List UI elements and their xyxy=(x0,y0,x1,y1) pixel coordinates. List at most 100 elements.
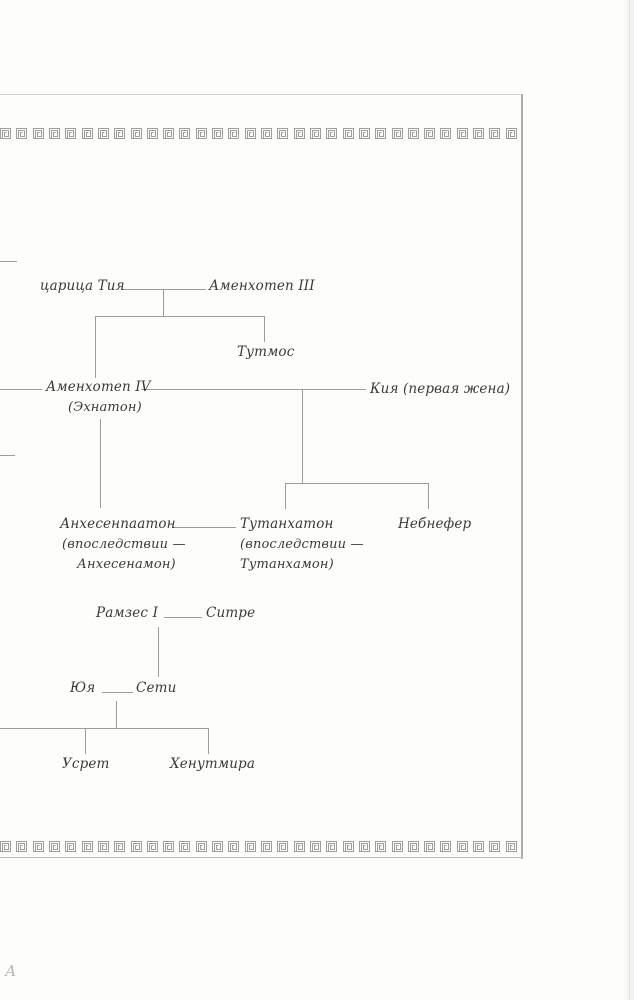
node-ankhesenpaaton: Анхесенпаатон xyxy=(60,516,176,532)
greek-key-tile xyxy=(48,840,60,852)
node-kiya: Кия (первая жена) xyxy=(370,381,511,397)
greek-key-tile xyxy=(309,840,321,852)
greek-key-tile xyxy=(244,127,256,139)
greek-key-tile xyxy=(391,127,403,139)
greek-key-tile xyxy=(505,840,517,852)
greek-key-tile xyxy=(179,840,191,852)
greek-key-tile xyxy=(244,840,256,852)
greek-key-tile xyxy=(309,127,321,139)
greek-key-tile xyxy=(277,840,289,852)
node-seti: Сети xyxy=(136,680,177,696)
marriage-line-ramses1-sitre xyxy=(164,617,202,618)
greek-key-tile xyxy=(407,840,419,852)
node-henutmira: Хенутмира xyxy=(170,756,256,772)
greek-key-tile xyxy=(326,127,338,139)
frame-top-rule xyxy=(0,94,523,95)
drop-line-usret xyxy=(85,728,86,754)
greek-key-tile xyxy=(97,127,109,139)
ornament-row-top xyxy=(0,127,517,139)
node-amenhotep-iii: Аменхотеп III xyxy=(209,278,315,294)
drop-line-kiya-children xyxy=(302,389,303,483)
drop-line-seti xyxy=(158,627,159,677)
greek-key-tile xyxy=(456,127,468,139)
greek-key-tile xyxy=(16,127,28,139)
greek-key-tile xyxy=(48,127,60,139)
page-edge-shadow xyxy=(622,0,634,1000)
greek-key-tile xyxy=(424,840,436,852)
greek-key-tile xyxy=(32,127,44,139)
node-usret: Усрет xyxy=(62,756,110,772)
drop-line-yuya-children xyxy=(116,701,117,729)
stub-line-offpage-top-left xyxy=(0,261,17,262)
node-ankhesenpaaton-subtitle-1: (впоследствии — xyxy=(62,537,186,552)
greek-key-tile xyxy=(326,840,338,852)
frame-right-rule xyxy=(521,94,523,859)
greek-key-tile xyxy=(440,127,452,139)
greek-key-tile xyxy=(228,840,240,852)
greek-key-tile xyxy=(456,840,468,852)
corner-scan-mark: А xyxy=(5,962,17,980)
greek-key-tile xyxy=(277,127,289,139)
drop-line-tiya-children xyxy=(163,289,164,317)
greek-key-tile xyxy=(81,127,93,139)
marriage-line-amenhotep4-kiya xyxy=(141,389,366,390)
drop-line-henutmira xyxy=(208,728,209,754)
greek-key-tile xyxy=(212,127,224,139)
node-tsaritsa-tiya: царица Тия xyxy=(40,278,125,294)
greek-key-tile xyxy=(440,840,452,852)
node-ankhesenpaaton-subtitle-2: Анхесенамон) xyxy=(77,557,176,572)
greek-key-tile xyxy=(358,840,370,852)
drop-line-tutankhaton xyxy=(285,483,286,509)
marriage-line-yuya-seti xyxy=(102,692,133,693)
greek-key-tile xyxy=(342,840,354,852)
greek-key-tile xyxy=(505,127,517,139)
greek-key-tile xyxy=(473,127,485,139)
greek-key-tile xyxy=(228,127,240,139)
greek-key-tile xyxy=(375,840,387,852)
sibling-bar-usret-henutmira xyxy=(0,728,209,729)
greek-key-tile xyxy=(489,840,501,852)
node-tutankhaton-subtitle-2: Тутанхамон) xyxy=(240,557,334,572)
greek-key-tile xyxy=(424,127,436,139)
greek-key-tile xyxy=(261,840,272,852)
greek-key-tile xyxy=(81,840,93,852)
node-yuya: Юя xyxy=(70,680,96,696)
node-amenhotep-iv: Аменхотеп IV xyxy=(46,379,151,395)
greek-key-tile xyxy=(293,840,305,852)
sibling-bar-tutankhaton-nebnefer xyxy=(285,483,429,484)
node-thutmose: Тутмос xyxy=(237,344,295,360)
greek-key-tile xyxy=(0,127,11,139)
greek-key-tile xyxy=(195,840,207,852)
drop-line-thutmose xyxy=(264,316,265,342)
greek-key-tile xyxy=(114,127,126,139)
node-tutankhaton-subtitle-1: (впоследствии — xyxy=(240,537,364,552)
sibling-bar-amenhotep4-thutmose xyxy=(95,316,265,317)
greek-key-tile xyxy=(130,840,142,852)
greek-key-tile xyxy=(163,840,175,852)
node-sitre: Ситре xyxy=(206,605,256,621)
greek-key-tile xyxy=(407,127,419,139)
greek-key-tile xyxy=(0,840,11,852)
greek-key-tile xyxy=(114,840,126,852)
marriage-line-tiya-amenhotep3 xyxy=(122,289,206,290)
greek-key-tile xyxy=(261,127,272,139)
drop-line-nebnefer xyxy=(428,483,429,509)
node-amenhotep-iv-subtitle: (Эхнатон) xyxy=(68,400,142,415)
marriage-line-offpage-amenhotep4 xyxy=(0,389,42,390)
node-tutankhaton: Тутанхатон xyxy=(240,516,334,532)
greek-key-tile xyxy=(179,127,191,139)
greek-key-tile xyxy=(146,127,158,139)
greek-key-tile xyxy=(489,127,501,139)
node-ramses-i: Рамзес I xyxy=(96,605,159,621)
greek-key-tile xyxy=(473,840,485,852)
greek-key-tile xyxy=(146,840,158,852)
stub-line-offpage-left xyxy=(0,455,15,456)
greek-key-tile xyxy=(391,840,403,852)
greek-key-tile xyxy=(375,127,387,139)
greek-key-tile xyxy=(358,127,370,139)
greek-key-tile xyxy=(195,127,207,139)
ornament-row-bottom xyxy=(0,840,517,852)
frame-bottom-rule xyxy=(0,857,523,858)
page-edge-line xyxy=(629,0,630,1000)
